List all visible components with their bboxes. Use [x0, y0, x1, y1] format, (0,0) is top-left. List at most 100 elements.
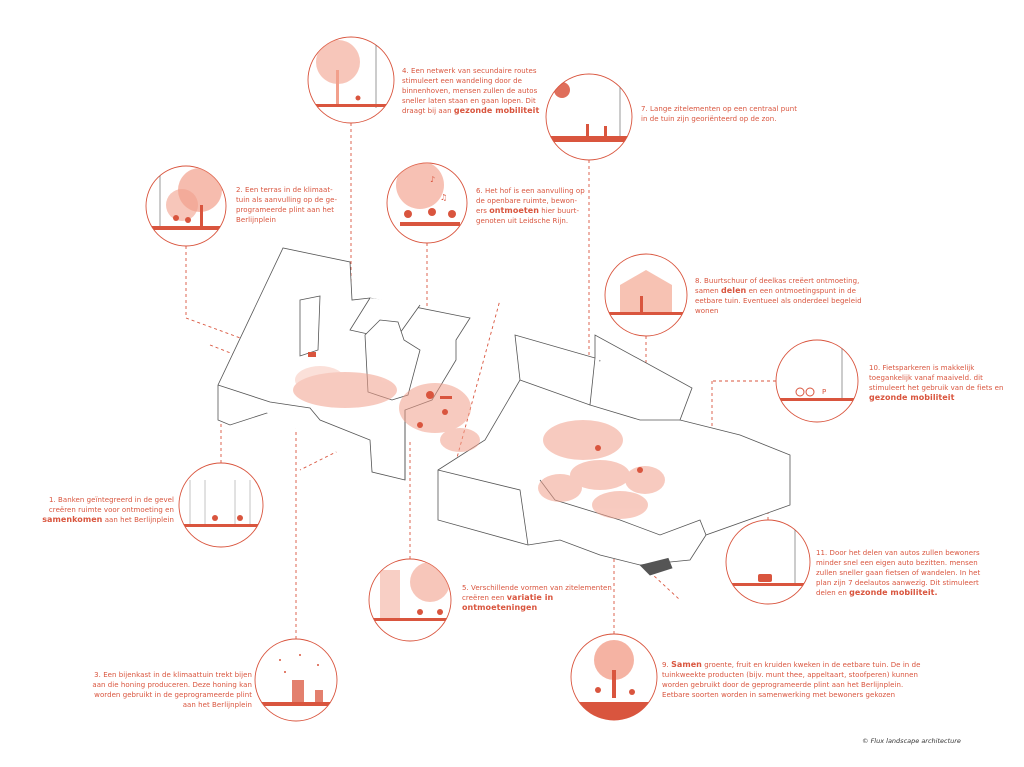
- note-text: 1. Banken geïntegreerd in de gevel: [48, 496, 174, 504]
- note-line: Eetbare soorten worden in samenwerking m…: [662, 690, 932, 700]
- note-text: aan het Berlijnplein: [182, 701, 252, 709]
- note-text: worden gebruikt door de geprogrameerde p…: [662, 681, 904, 689]
- note-text: 6. Het hof is een aanvulling op: [476, 187, 585, 195]
- note-10: 10. Fietsparkeren is makkelijk toegankeli…: [869, 363, 1019, 403]
- note-line: worden gebruikt in de geprogrameerde pli…: [60, 690, 252, 700]
- note-line: 8. Buurtschuur of deelkas creëert ontmoe…: [695, 276, 885, 286]
- note-text: worden gebruikt in de geprogrameerde pli…: [94, 691, 252, 699]
- note-line: 6. Het hof is een aanvulling op: [476, 186, 616, 196]
- note-line: tuin als aanvulling op de ge-: [236, 195, 366, 205]
- note-line: programeerde plint aan het: [236, 205, 366, 215]
- note-text: in de tuin zijn georiënteerd op de zon.: [641, 115, 777, 123]
- note-line: 10. Fietsparkeren is makkelijk: [869, 363, 1019, 373]
- note-9: 9. Samen groente, fruit en kruiden kweke…: [662, 660, 932, 700]
- note-text: stimuleert een wandeling door de: [402, 77, 522, 85]
- vignette-11: [725, 519, 811, 605]
- note-line: worden gebruikt door de geprogrameerde p…: [662, 680, 932, 690]
- note-text: toegankelijk vanaf maaiveld. dit: [869, 374, 983, 382]
- svg-text:♪: ♪: [430, 175, 435, 184]
- vignette-4: [307, 36, 395, 124]
- note-emphasis: gezonde mobiliteit: [453, 106, 540, 115]
- note-emphasis: ontmoeteningen: [462, 603, 538, 612]
- note-text: 2. Een terras in de klimaat-: [236, 186, 333, 194]
- vignette-10: P: [775, 339, 859, 423]
- note-11: 11. Door het delen van autos zullen bewo…: [816, 548, 996, 598]
- note-line: delen en gezonde mobiliteit.: [816, 588, 996, 598]
- note-text: delen en: [816, 589, 850, 597]
- note-text: tuin als aanvulling op de ge-: [236, 196, 338, 204]
- note-text: tuinkweekte producten (bijv. munt thee, …: [662, 671, 919, 679]
- note-line: 1. Banken geïntegreerd in de gevel: [8, 495, 174, 505]
- note-3: 3. Een bijenkast in de klimaattuin trekt…: [60, 670, 252, 710]
- note-text: 3. Een bijenkast in de klimaattuin trekt…: [94, 671, 252, 679]
- note-text: groente, fruit en kruiden kweken in de e…: [701, 661, 921, 669]
- note-emphasis: gezonde mobiliteit.: [849, 588, 938, 597]
- note-text: minder snel een eigen auto bezitten. men…: [816, 559, 978, 567]
- note-text: de openbare ruimte, bewon-: [476, 197, 578, 205]
- vignette-8: [604, 253, 688, 337]
- courtyard-planting: [293, 366, 665, 519]
- note-line: 9. Samen groente, fruit en kruiden kweke…: [662, 660, 932, 670]
- note-text: 7. Lange zitelementen op een centraal pu…: [641, 105, 798, 113]
- note-line: binnenhoven, mensen zullen de autos: [402, 86, 552, 96]
- note-text: 10. Fietsparkeren is makkelijk: [869, 364, 975, 372]
- note-line: ers ontmoeten hier buurt-: [476, 206, 616, 216]
- note-line: tuinkweekte producten (bijv. munt thee, …: [662, 670, 932, 680]
- note-8: 8. Buurtschuur of deelkas creëert ontmoe…: [695, 276, 885, 316]
- note-5: 5. Verschillende vormen van zitelementen…: [462, 583, 642, 613]
- note-line: sneller laten staan en gaan lopen. Dit: [402, 96, 552, 106]
- note-text: hier buurt-: [538, 207, 580, 215]
- note-line: minder snel een eigen auto bezitten. men…: [816, 558, 996, 568]
- vignette-1b: [178, 462, 264, 548]
- note-emphasis: variatie in: [506, 593, 554, 602]
- copyright: © Flux landscape architecture: [862, 737, 961, 745]
- note-text: aan het Berlijnplein: [102, 516, 174, 524]
- note-text: 4. Een netwerk van secundaire routes: [402, 67, 537, 75]
- note-line: creëren ruimte voor ontmoeting en: [8, 505, 174, 515]
- note-text: samen: [695, 287, 722, 295]
- svg-text:P: P: [822, 388, 826, 396]
- note-line: 3. Een bijenkast in de klimaattuin trekt…: [60, 670, 252, 680]
- note-text: creëren een: [462, 594, 507, 602]
- note-line: 4. Een netwerk van secundaire routes: [402, 66, 552, 76]
- note-line: stimuleert het gebruik van de fiets en: [869, 383, 1019, 393]
- note-line: draagt bij aan gezonde mobiliteit: [402, 106, 552, 116]
- note-text: wonen: [695, 307, 719, 315]
- note-line: gezonde mobiliteit: [869, 393, 1019, 403]
- note-text: binnenhoven, mensen zullen de autos: [402, 87, 538, 95]
- note-text: draagt bij aan: [402, 107, 454, 115]
- vignette-3: [254, 638, 338, 722]
- vignette-7: [545, 73, 633, 161]
- note-line: samenkomen aan het Berlijnplein: [8, 515, 174, 525]
- note-line: toegankelijk vanaf maaiveld. dit: [869, 373, 1019, 383]
- note-2: 2. Een terras in de klimaat-tuin als aan…: [236, 185, 366, 225]
- note-text: en een ontmoetingspunt in de: [746, 287, 856, 295]
- note-line: genoten uit Leidsche Rijn.: [476, 216, 616, 226]
- note-line: in de tuin zijn georiënteerd op de zon.: [641, 114, 811, 124]
- note-text: 5. Verschillende vormen van zitelementen: [462, 584, 612, 592]
- note-text: aan die honing produceren. Deze honing k…: [92, 681, 252, 689]
- note-6: 6. Het hof is een aanvulling op de openba…: [476, 186, 616, 226]
- note-emphasis: delen: [721, 286, 747, 295]
- note-emphasis: samenkomen: [42, 515, 103, 524]
- note-line: ontmoeteningen: [462, 603, 642, 613]
- note-line: aan het Berlijnplein: [60, 700, 252, 710]
- note-4: 4. Een netwerk van secundaire routes stim…: [402, 66, 552, 116]
- note-emphasis: gezonde mobiliteit: [869, 393, 955, 402]
- note-line: eetbare tuin. Eventueel als onderdeel be…: [695, 296, 885, 306]
- note-7: 7. Lange zitelementen op een centraal pu…: [641, 104, 811, 124]
- note-line: Berlijnplein: [236, 215, 366, 225]
- note-text: Berlijnplein: [236, 216, 276, 224]
- note-line: wonen: [695, 306, 885, 316]
- vignette-9: [570, 633, 658, 721]
- note-text: ers: [476, 207, 490, 215]
- courtyard-details: [308, 352, 643, 473]
- note-text: zullen sneller gaan fietsen of wandelen.…: [816, 569, 981, 577]
- note-emphasis: ontmoeten: [489, 206, 539, 215]
- note-line: samen delen en een ontmoetingspunt in de: [695, 286, 885, 296]
- note-line: creëren een variatie in: [462, 593, 642, 603]
- note-text: plan zijn 7 deelautos aanwezig. Dit stim…: [816, 579, 979, 587]
- note-text: sneller laten staan en gaan lopen. Dit: [402, 97, 536, 105]
- vignette-5: [368, 558, 452, 642]
